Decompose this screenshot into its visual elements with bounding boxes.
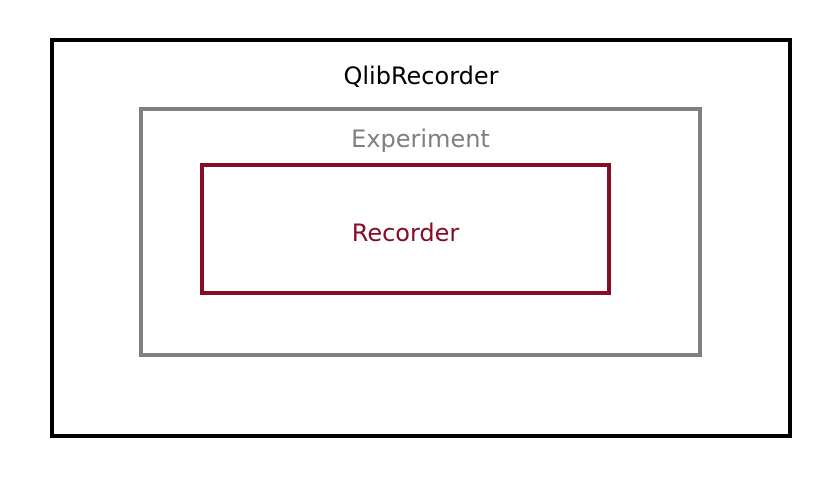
- experiment-label: Experiment: [351, 125, 490, 153]
- recorder-box: Recorder: [200, 163, 611, 295]
- qlibrecorder-label: QlibRecorder: [343, 62, 499, 90]
- recorder-label: Recorder: [351, 219, 460, 247]
- experiment-box: Experiment Recorder: [139, 107, 702, 357]
- qlibrecorder-box: QlibRecorder Experiment Recorder: [50, 38, 792, 438]
